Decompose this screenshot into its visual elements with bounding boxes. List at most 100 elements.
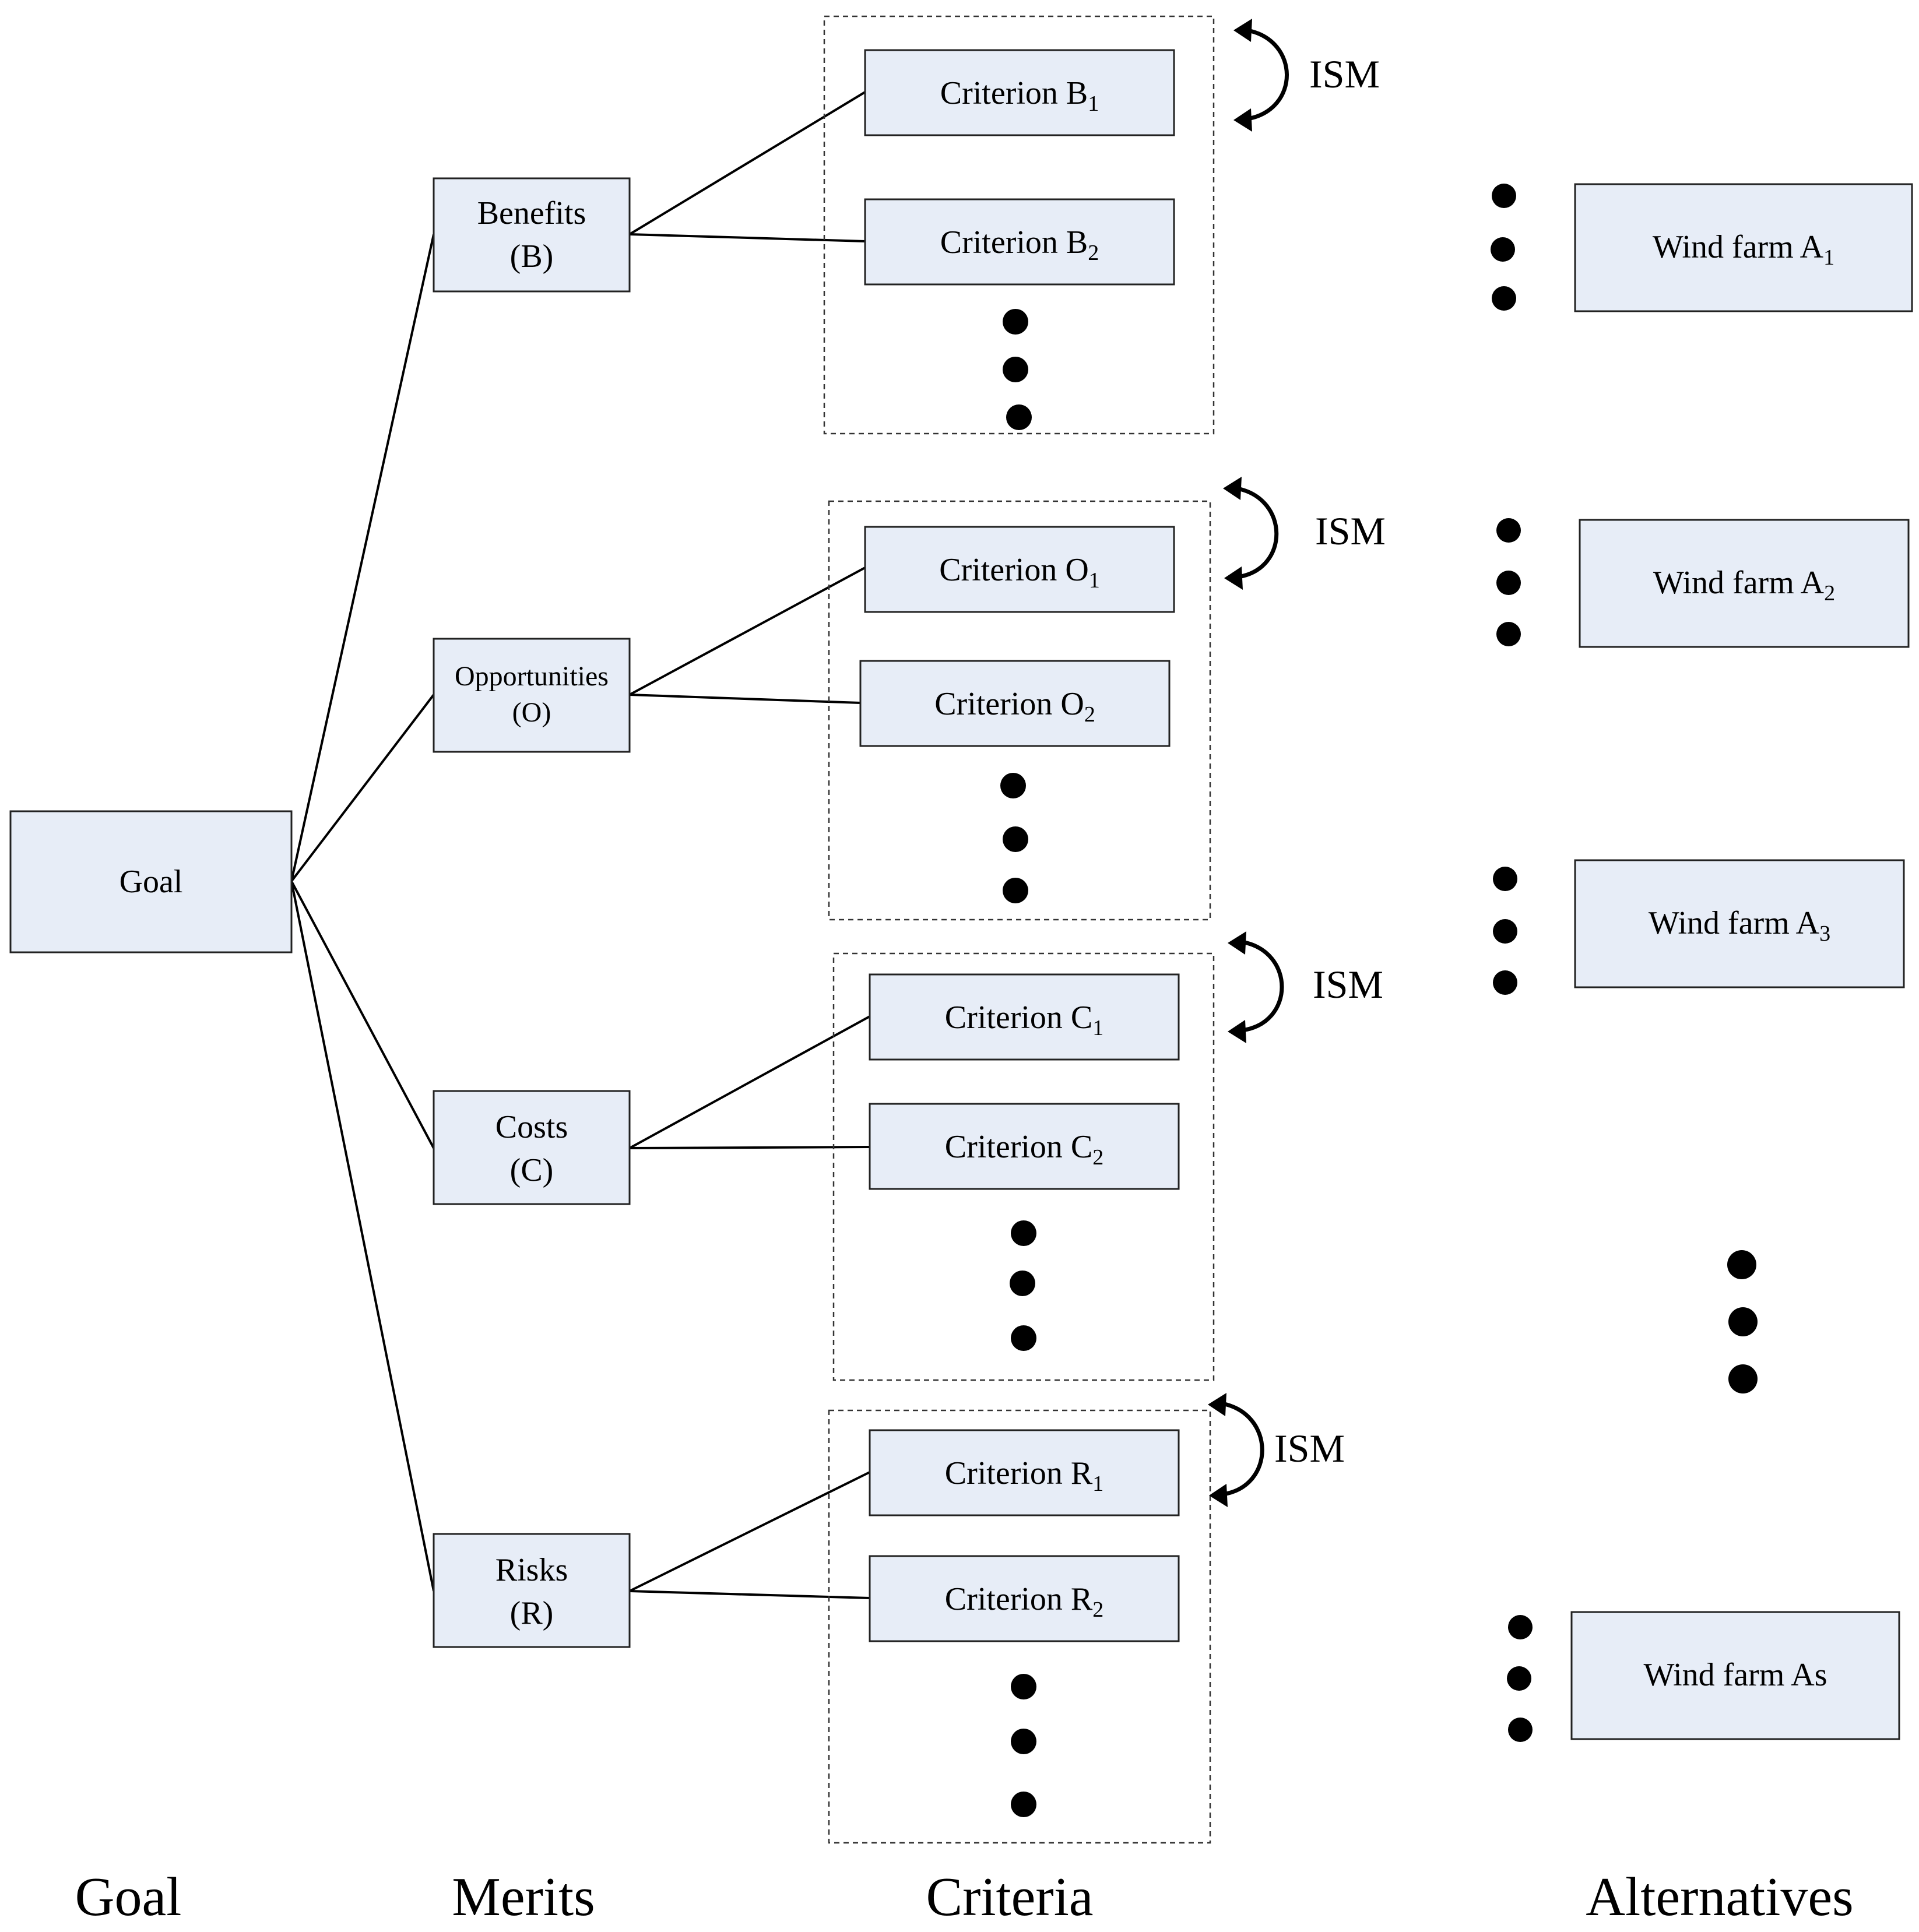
- level-title-alternatives: Alternatives: [1586, 1867, 1853, 1927]
- ism-loop-opportunities: ISM: [1223, 477, 1386, 590]
- alternative-node-as: Wind farm As: [1570, 1611, 1900, 1740]
- level-title-goal: Goal: [75, 1867, 182, 1927]
- merit-name: Benefits: [477, 195, 586, 231]
- ism-loop-benefits: ISM: [1233, 19, 1380, 132]
- ism-loop-risks: ISM: [1208, 1393, 1345, 1507]
- ism-label: ISM: [1274, 1426, 1345, 1470]
- alternatives-ellipsis-dots: [1491, 184, 1758, 1742]
- curved-double-arrow-icon: [1236, 486, 1279, 579]
- costs-criteria-group: [832, 952, 1215, 1381]
- criterion-prefix: Criterion C: [945, 1129, 1093, 1165]
- ellipsis-dot: [1507, 1666, 1531, 1691]
- ellipsis-dot: [1728, 1307, 1758, 1336]
- arrowhead-icon: [1208, 1393, 1226, 1416]
- link-risks-r2: [629, 1590, 870, 1599]
- criteria-ellipsis-dots: [1000, 309, 1036, 1817]
- criterion-node-r2: Criterion R2: [869, 1555, 1180, 1642]
- ellipsis-dot: [1003, 357, 1028, 382]
- ellipsis-dot: [1000, 773, 1026, 798]
- ellipsis-dot: [1728, 1364, 1758, 1393]
- alternative-subscript: 3: [1819, 921, 1830, 946]
- arrowhead-icon: [1228, 1020, 1246, 1043]
- ellipsis-dot: [1491, 237, 1515, 262]
- merit-name: Costs: [495, 1109, 568, 1145]
- criterion-subscript: 1: [1092, 1016, 1103, 1040]
- criterion-label: Criterion B1: [940, 75, 1099, 116]
- alternative-prefix: Wind farm As: [1643, 1657, 1827, 1693]
- ellipsis-dot: [1492, 286, 1516, 311]
- ellipsis-dot: [1010, 1271, 1035, 1296]
- merit-abbr: (O): [512, 697, 551, 728]
- link-benefits-b1: [628, 91, 866, 235]
- alternative-prefix: Wind farm A: [1649, 905, 1820, 941]
- ellipsis-dot: [1006, 404, 1032, 430]
- criterion-label: Criterion C2: [945, 1129, 1104, 1170]
- criterion-prefix: Criterion B: [940, 224, 1088, 261]
- arrowhead-icon: [1233, 19, 1252, 42]
- merit-name: Risks: [495, 1552, 568, 1588]
- criterion-prefix: Criterion C: [945, 1000, 1093, 1036]
- merit-abbr: (B): [510, 238, 554, 275]
- goal-node-label: Goal: [120, 864, 183, 900]
- criterion-subscript: 2: [1084, 702, 1095, 727]
- criterion-node-b2: Criterion B2: [864, 198, 1175, 286]
- criterion-prefix: Criterion R: [945, 1455, 1093, 1491]
- alternative-label: Wind farm A2: [1653, 565, 1835, 606]
- ellipsis-dot: [1508, 1718, 1533, 1742]
- arrowhead-icon: [1228, 931, 1246, 955]
- alternative-node-a2: Wind farm A2: [1579, 519, 1910, 648]
- criterion-node-o2: Criterion O2: [859, 660, 1171, 747]
- criterion-subscript: 2: [1092, 1597, 1103, 1622]
- criterion-prefix: Criterion O: [939, 552, 1089, 588]
- alternative-subscript: 2: [1824, 581, 1835, 606]
- criterion-label: Criterion R2: [945, 1581, 1104, 1622]
- alternative-label: Wind farm As: [1643, 1657, 1827, 1693]
- ellipsis-dot: [1496, 571, 1521, 595]
- criteria-group-frames: [823, 15, 1215, 1844]
- link-opportunities-o2: [629, 694, 861, 704]
- ellipsis-dot: [1011, 1792, 1036, 1817]
- level-title-criteria: Criteria: [926, 1867, 1093, 1927]
- ism-label: ISM: [1313, 962, 1383, 1007]
- ism-loop-costs: ISM: [1228, 931, 1383, 1043]
- link-goal-costs: [290, 881, 435, 1149]
- goal-node: Goal: [9, 810, 293, 953]
- ellipsis-dot: [1003, 878, 1028, 903]
- criterion-node-r1: Criterion R1: [869, 1429, 1180, 1516]
- criterion-node-o1: Criterion O1: [864, 526, 1175, 613]
- ellipsis-dot: [1003, 826, 1028, 852]
- merit-abbr: (C): [510, 1152, 554, 1188]
- curved-double-arrow-icon: [1247, 28, 1289, 121]
- ellipsis-dot: [1727, 1250, 1756, 1279]
- arrowhead-icon: [1209, 1484, 1228, 1507]
- criterion-subscript: 1: [1089, 568, 1100, 593]
- ellipsis-dot: [1493, 919, 1517, 944]
- merit-node-risks: Risks (R): [433, 1533, 631, 1648]
- alternative-node-a3: Wind farm A3: [1574, 859, 1905, 988]
- level-titles: Goal Merits Criteria Alternatives: [75, 1867, 1854, 1927]
- curved-double-arrow-icon: [1221, 1401, 1264, 1497]
- ism-label: ISM: [1315, 509, 1386, 553]
- criterion-label: Criterion O1: [939, 552, 1100, 593]
- arrowhead-icon: [1224, 566, 1243, 590]
- arrowhead-icon: [1223, 477, 1242, 500]
- link-goal-risks: [290, 881, 435, 1592]
- curved-double-arrow-icon: [1241, 939, 1284, 1033]
- benefits-criteria-group: [823, 15, 1215, 435]
- ellipsis-dot: [1011, 1674, 1036, 1699]
- merit-name: Opportunities: [455, 661, 609, 692]
- ellipsis-dot: [1011, 1325, 1036, 1351]
- criterion-node-b1: Criterion B1: [864, 49, 1175, 136]
- link-risks-r1: [629, 1471, 870, 1592]
- ellipsis-dot: [1003, 309, 1028, 335]
- ellipsis-dot: [1496, 622, 1521, 646]
- link-goal-benefits: [290, 234, 435, 882]
- merit-node-benefits: Benefits (B): [433, 177, 631, 293]
- alternative-prefix: Wind farm A: [1653, 565, 1825, 601]
- link-goal-opportunities: [290, 694, 435, 882]
- risks-criteria-group: [828, 1409, 1211, 1844]
- merit-node-costs: Costs (C): [433, 1090, 631, 1205]
- criterion-subscript: 1: [1092, 1472, 1103, 1496]
